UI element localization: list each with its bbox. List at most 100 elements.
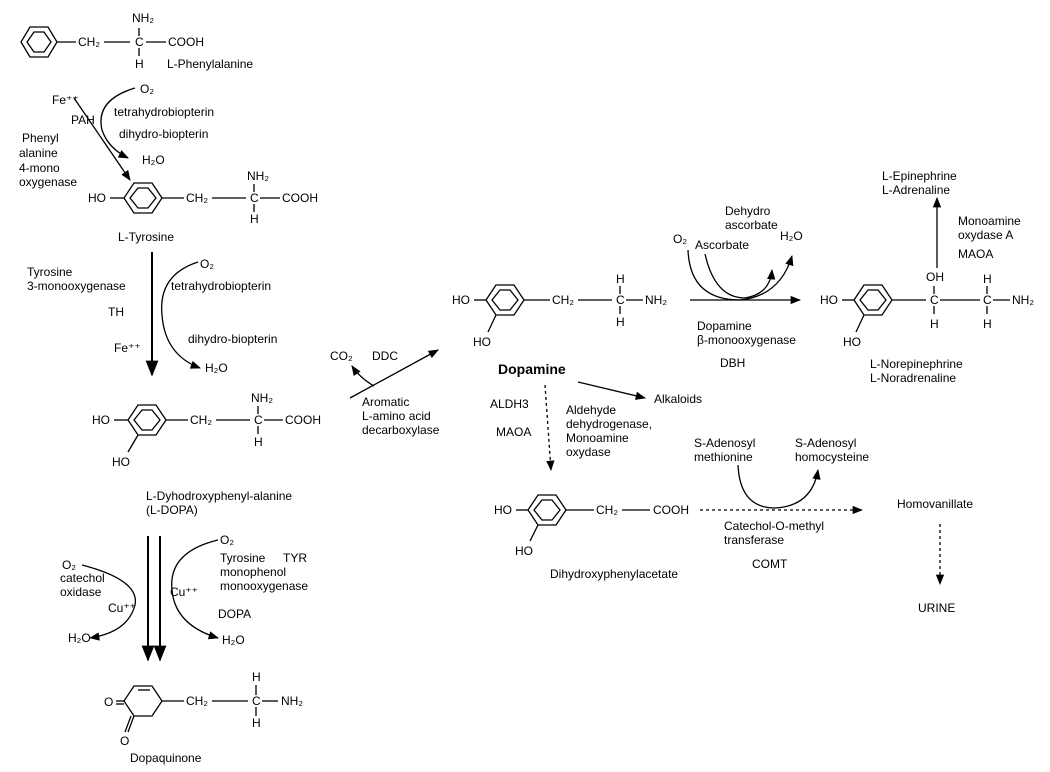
th-step: Tyrosine 3-monooxygenase TH Fe⁺⁺ O₂ tetr… — [27, 252, 277, 377]
ch2-label: CH₂ — [186, 694, 208, 708]
urine-label: URINE — [918, 601, 955, 615]
ho-label: HO — [92, 413, 110, 427]
tyrosine-ring — [123, 182, 163, 214]
epinephrine-name-1: L-Epinephrine — [882, 169, 957, 183]
aldh-name-3: Monoamine — [566, 431, 629, 445]
h-label: H — [135, 57, 144, 71]
alkaloids-name: Alkaloids — [654, 392, 702, 406]
h-label: H — [254, 435, 263, 449]
h-label: H — [250, 212, 259, 226]
th-name-1: Tyrosine — [27, 265, 73, 279]
cooh-label: COOH — [285, 413, 321, 427]
cooh-label: COOH — [653, 503, 689, 517]
o2-label: O₂ — [220, 533, 234, 547]
ddc-name-1: Aromatic — [362, 395, 409, 409]
thb-label: tetrahydrobiopterin — [114, 105, 214, 119]
h-label: H — [983, 272, 992, 286]
carbon-label: C — [983, 293, 992, 307]
comt-name-2: transferase — [724, 533, 784, 547]
oxo-label: O — [104, 695, 113, 709]
h-label: H — [616, 315, 625, 329]
sam-label-2: methionine — [694, 450, 753, 464]
alpha-carbon-label: C — [250, 191, 259, 205]
epinephrine-name-2: L-Adrenaline — [882, 183, 950, 197]
ho-label: HO — [820, 293, 838, 307]
tyr-abbrev: TYR — [283, 551, 307, 565]
comt-abbrev: COMT — [752, 557, 788, 571]
tyrosine-structure: HO CH₂ C NH₂ H COOH L-Tyrosine — [88, 169, 318, 244]
oh-label: OH — [926, 270, 944, 284]
pah-name-3: 4-mono — [19, 161, 60, 175]
norepinephrine-structure: HO HO C OH H C H H NH₂ L-Norepinephrine … — [820, 270, 1034, 385]
dopamine-name: Dopamine — [498, 361, 566, 377]
dhb-label: dihydro-biopterin — [119, 127, 208, 141]
dopac-ring — [527, 494, 567, 526]
maoa-name-1: Monoamine — [958, 214, 1021, 228]
o2-label: O₂ — [140, 82, 154, 96]
pah-step: Fe⁺⁺ PAH Phenyl alanine 4-mono oxygenase… — [19, 82, 214, 189]
ddc-step: CO₂ DDC Aromatic L-amino acid decarboxyl… — [330, 349, 440, 437]
oxo-label: O — [120, 734, 129, 748]
dopamine-structure: HO HO CH₂ C H H NH₂ Dopamine — [452, 272, 667, 377]
dehydroascorbate-label-1: Dehydro — [725, 204, 771, 218]
carbon-label: C — [616, 293, 625, 307]
nh2-label: NH₂ — [645, 293, 667, 307]
norepinephrine-name-2: L-Noradrenaline — [870, 371, 956, 385]
ddc-abbrev: DDC — [372, 349, 398, 363]
cooh-label: COOH — [168, 35, 204, 49]
maoa-name-2: oxydase A — [958, 228, 1013, 242]
ldopa-ring — [127, 404, 167, 436]
ho-label: HO — [494, 503, 512, 517]
cooh-label: COOH — [282, 191, 318, 205]
ch2-label: CH₂ — [186, 191, 208, 205]
aldh-name-4: oxydase — [566, 445, 611, 459]
h2o-label: H₂O — [68, 631, 91, 645]
dopaquinone-step: O₂ catechol oxidase Cu⁺⁺ H₂O O₂ Tyrosine… — [60, 533, 308, 662]
thb-label: tetrahydrobiopterin — [171, 279, 271, 293]
pah-name-1: Phenyl — [22, 131, 59, 145]
nh2-label: NH₂ — [251, 391, 273, 405]
alpha-carbon-label: C — [254, 413, 263, 427]
dbh-name-1: Dopamine — [697, 319, 752, 333]
ldopa-name-1: L-Dyhodroxyphenyl-alanine — [146, 489, 292, 503]
tyr-name-1: Tyrosine — [220, 551, 266, 565]
comt-step: S-Adenosyl methionine S-Adenosyl homocys… — [694, 436, 869, 571]
aldh-step: ALDH3 MAOA Aldehyde dehydrogenase, Monoa… — [490, 384, 652, 472]
nh2-label: NH₂ — [281, 694, 303, 708]
h2o-label: H₂O — [222, 633, 245, 647]
carbon-label: C — [252, 694, 261, 708]
h-label: H — [983, 317, 992, 331]
ho-label: HO — [515, 544, 533, 558]
dopaquinone-name: Dopaquinone — [130, 751, 202, 765]
ho-label: HO — [452, 293, 470, 307]
h-label: H — [616, 272, 625, 286]
sah-label-1: S-Adenosyl — [795, 436, 856, 450]
pah-name-2: alanine — [19, 146, 58, 160]
dopaquinone-structure: O O CH₂ C H H NH₂ Dopaquinone — [104, 670, 303, 765]
nh2-label: NH₂ — [132, 11, 154, 25]
ldopa-structure: HO HO CH₂ C NH₂ H COOH L-Dyhodroxyphenyl… — [92, 391, 321, 517]
nh2-label: NH₂ — [1012, 293, 1034, 307]
nh2-label: NH₂ — [247, 169, 269, 183]
maoa-abbrev: MAOA — [958, 247, 993, 261]
ho-label: HO — [473, 335, 491, 349]
sam-label-1: S-Adenosyl — [694, 436, 755, 450]
phenyl-ring — [20, 26, 58, 58]
ddc-name-3: decarboxylase — [362, 423, 440, 437]
h-label: H — [252, 670, 261, 684]
cu-cofactor-label: Cu⁺⁺ — [108, 601, 136, 615]
catox-name-1: catechol — [60, 571, 105, 585]
h2o-label: H₂O — [780, 229, 803, 243]
pah-abbrev: PAH — [71, 113, 95, 127]
ch2-label: CH₂ — [596, 503, 618, 517]
th-abbrev: TH — [108, 305, 124, 319]
tyr-name-2: monophenol — [220, 565, 286, 579]
ch2-label: CH₂ — [78, 35, 100, 49]
catox-name-2: oxidase — [60, 585, 102, 599]
ldopa-name-2: (L-DOPA) — [146, 503, 198, 517]
phenylalanine-structure: CH₂ C NH₂ H COOH L-Phenylalanine — [20, 11, 253, 71]
sah-label-2: homocysteine — [795, 450, 869, 464]
aldh3-abbrev: ALDH3 — [490, 397, 529, 411]
dopamine-ring — [485, 284, 525, 316]
